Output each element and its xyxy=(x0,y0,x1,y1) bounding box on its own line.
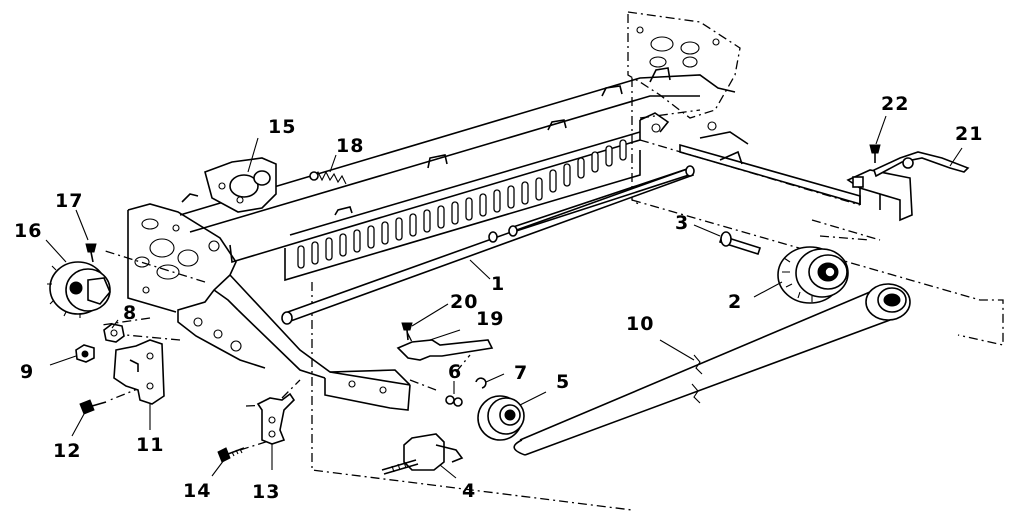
part-16-gear xyxy=(47,261,111,318)
callout-7: 7 xyxy=(514,362,528,384)
part-6-spring xyxy=(445,395,463,407)
callout-8: 8 xyxy=(123,302,137,324)
callout-19: 19 xyxy=(476,308,504,330)
part-22-screw xyxy=(869,144,881,163)
callout-15: 15 xyxy=(268,116,296,138)
part-8-nut xyxy=(103,323,125,343)
part-18-spring xyxy=(309,170,347,185)
part-10-belt xyxy=(513,283,911,456)
callout-10: 10 xyxy=(626,313,654,335)
leader-lines xyxy=(45,115,963,479)
assembly-guide-lines xyxy=(101,199,1004,511)
part-4-bracket xyxy=(381,433,464,475)
callout-17: 17 xyxy=(55,190,83,212)
callout-18: 18 xyxy=(336,135,364,157)
callout-14: 14 xyxy=(183,480,211,502)
callout-20: 20 xyxy=(450,291,478,313)
callout-13: 13 xyxy=(252,481,280,503)
part-2-gear xyxy=(777,246,849,304)
callout-1: 1 xyxy=(491,273,505,295)
callout-4: 4 xyxy=(462,480,476,502)
callout-5: 5 xyxy=(556,371,570,393)
callout-labels: 15 18 17 16 1 3 2 10 20 19 8 9 6 7 5 12 … xyxy=(14,93,983,503)
left-side-plate xyxy=(127,203,411,411)
callout-9: 9 xyxy=(20,361,34,383)
part-5-pulley xyxy=(477,395,525,441)
part-21-lever-bracket xyxy=(846,151,970,222)
part-19-bracket xyxy=(396,339,494,361)
vent-slots xyxy=(297,139,627,269)
part-13-bracket xyxy=(256,392,296,445)
callout-16: 16 xyxy=(14,220,42,242)
part-15-bracket xyxy=(181,157,277,213)
callout-2: 2 xyxy=(728,291,742,313)
part-17-screw xyxy=(85,243,97,263)
part-20-screw xyxy=(401,322,413,341)
part-7-clip xyxy=(475,377,487,389)
part-1-shaft xyxy=(281,165,695,325)
part-9-nut xyxy=(75,344,95,363)
part-14-screw xyxy=(217,447,245,463)
callout-21: 21 xyxy=(955,123,983,145)
part-12-screw xyxy=(79,399,107,415)
callout-3: 3 xyxy=(675,212,689,234)
guide-rail-right xyxy=(639,112,861,206)
callout-6: 6 xyxy=(448,361,462,383)
callout-12: 12 xyxy=(53,440,81,462)
callout-22: 22 xyxy=(881,93,909,115)
callout-11: 11 xyxy=(136,434,164,456)
part-11-bracket xyxy=(113,339,165,405)
part-3-pin xyxy=(718,231,762,255)
